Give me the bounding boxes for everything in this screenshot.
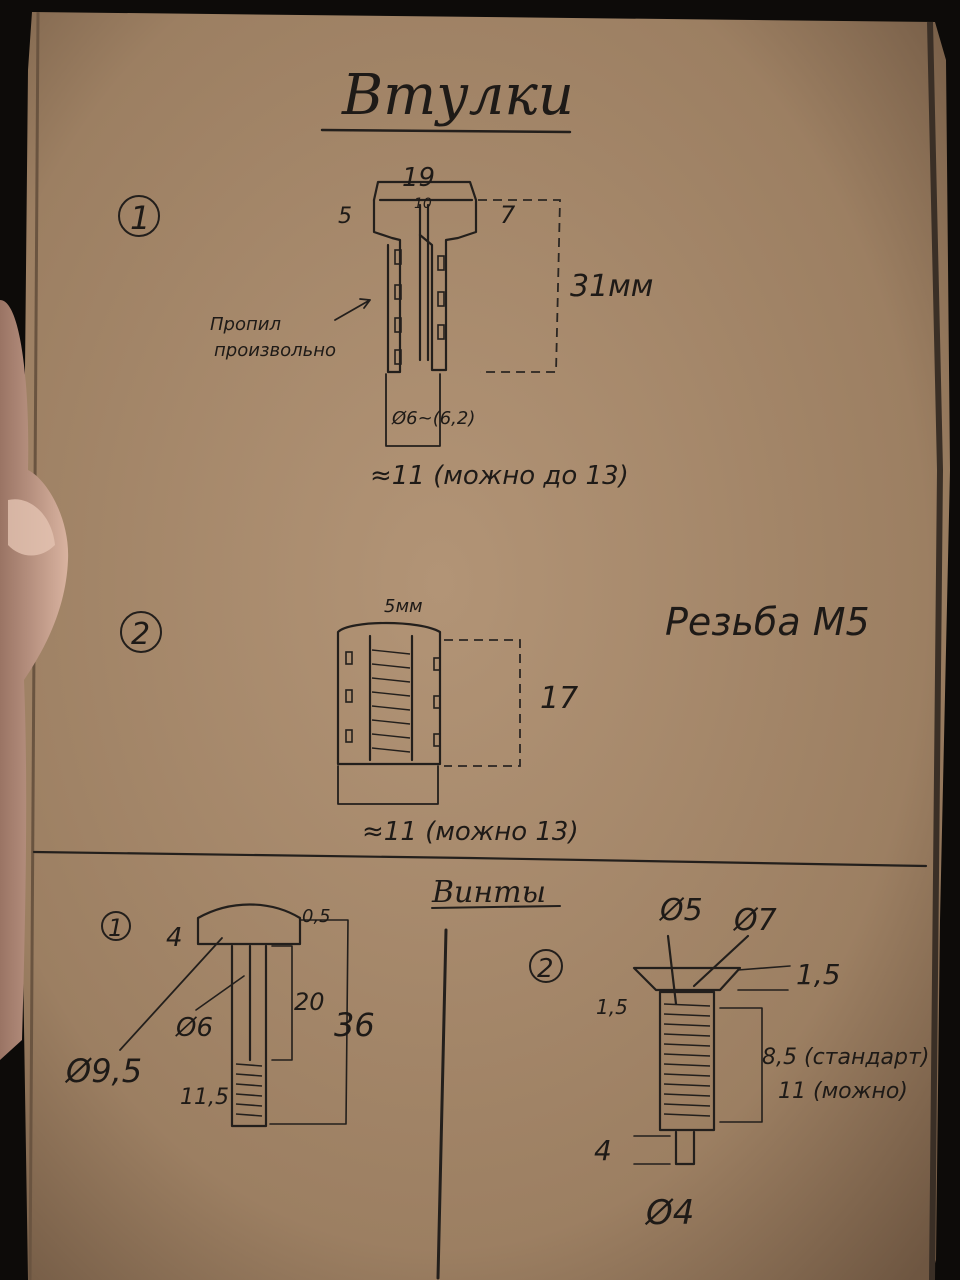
screw1-length-bracket — [269, 919, 349, 1125]
screw1-head-diameter-leader — [119, 937, 223, 1051]
screw2-tip-length: 4 — [594, 1134, 612, 1167]
screw2-head-bracket — [737, 965, 791, 991]
thumbnail-nail — [8, 499, 55, 556]
title-underline — [320, 128, 572, 134]
bushing2-base-width: ≈11 (можно 13) — [362, 817, 579, 847]
page-title: Втулки — [341, 63, 574, 128]
screw2-head-thickness: 1,5 — [796, 958, 841, 991]
bushing1-number-circle — [118, 195, 160, 237]
bushing1-note-arrow — [334, 298, 371, 321]
screws-title-underline — [431, 905, 561, 909]
screw1-shaft-diameter: Ø6 — [175, 1013, 213, 1043]
bushing1-base-bracket — [385, 373, 441, 447]
screw2-d-inner: Ø5 — [658, 893, 703, 928]
bushing1-diameter: Ø6~(6,2) — [391, 408, 475, 429]
screw2-number-circle — [529, 949, 563, 983]
screw2-length-standard: 8,5 (стандарт) — [762, 1045, 929, 1070]
bushing1-number: 1 — [130, 199, 150, 237]
thumb — [0, 300, 69, 1060]
page-edge-right — [927, 21, 944, 1280]
screw1-number-circle — [101, 911, 131, 941]
screw1-shaft-length: 20 — [294, 988, 325, 1016]
bushing2-length-guide — [444, 639, 521, 767]
bushing1-dim-outer: 19 — [402, 163, 435, 193]
bushing2-number: 2 — [131, 617, 150, 652]
screw1-number: 1 — [108, 914, 123, 942]
bushing2-length: 17 — [540, 681, 578, 716]
bushing2-thread-label: Резьба М5 — [665, 600, 870, 644]
screw1-thread-length: 11,5 — [180, 1085, 229, 1110]
section-divider — [32, 850, 928, 868]
bushing1-base-width: ≈11 (можно до 13) — [370, 461, 629, 491]
screw1-drawing — [196, 903, 302, 1128]
bushing1-slots — [394, 249, 445, 365]
bushing1-drawing — [372, 180, 478, 374]
bushing1-length-guide — [478, 199, 561, 373]
screw1-shaft-bracket — [271, 945, 293, 1061]
screw1-total-length: 36 — [334, 1006, 375, 1044]
bushing1-dim-left: 5 — [338, 204, 352, 229]
bushing1-note-line2: произвольно — [214, 340, 336, 361]
screw2-drawing — [632, 934, 750, 1166]
screw1-head-top: 0,5 — [302, 906, 331, 927]
bushing2-slots — [345, 651, 441, 747]
bushing2-number-circle — [120, 611, 162, 653]
bushing2-thread-hatch — [371, 649, 411, 753]
bushing1-length: 31мм — [570, 269, 653, 304]
screw2-length-bracket — [719, 1007, 763, 1123]
bushing2-dim-top: 5мм — [384, 596, 423, 617]
screw1-thread-hatch — [235, 1063, 263, 1117]
bushing1-note-line1: Пропил — [210, 314, 281, 335]
screw2-length-alt: 11 (можно) — [778, 1079, 908, 1104]
screw1-shaft-diameter-leader — [195, 975, 245, 1011]
bushing2-base-bracket — [337, 765, 439, 805]
screw1-head-height: 4 — [166, 923, 183, 953]
screw1-head-diameter: Ø9,5 — [64, 1052, 142, 1090]
screws-title: Винты — [431, 875, 546, 910]
bushing2-drawing — [336, 621, 442, 766]
screw2-tip-diameter: Ø4 — [644, 1193, 694, 1233]
screw2-d-outer: Ø7 — [732, 903, 777, 938]
screws-column-divider — [436, 928, 448, 1280]
bushing1-dim-right: 7 — [500, 201, 516, 229]
bushing1-dim-inner: 10 — [414, 196, 432, 212]
screw2-thread-hatch — [663, 1003, 711, 1117]
screw2-tip-bracket — [633, 1135, 671, 1165]
screw2-side-thickness: 1,5 — [596, 995, 628, 1019]
screw2-number: 2 — [537, 954, 554, 984]
